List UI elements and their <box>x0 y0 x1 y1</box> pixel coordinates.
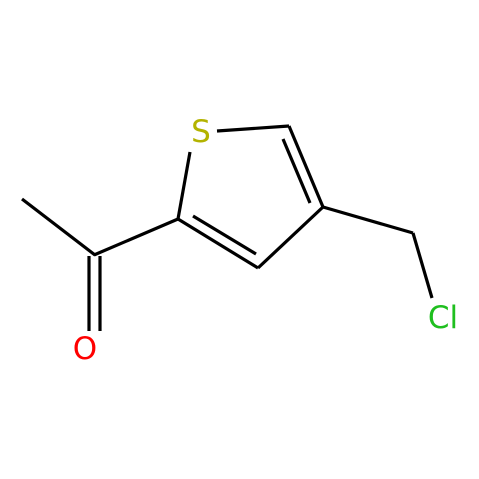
bond-c2-sulfur <box>176 151 192 220</box>
bond-c4-c5 <box>287 125 325 208</box>
bond-carbonyl-ring <box>93 217 179 257</box>
bond-c4-c5-inner <box>281 138 312 204</box>
bond-c3-c4 <box>256 205 325 270</box>
bond-c2-c3 <box>177 217 259 270</box>
bond-ch2-chlorine <box>411 232 434 299</box>
sulfur-atom-label: S <box>191 114 211 150</box>
bond-methyl-carbonyl <box>21 197 96 257</box>
bond-sulfur-c5 <box>216 124 290 133</box>
bond-c4-ch2 <box>322 205 414 235</box>
oxygen-atom-label: O <box>73 331 97 367</box>
chlorine-atom-label: Cl <box>428 300 458 336</box>
bond-c2-c3-inner <box>192 214 257 256</box>
